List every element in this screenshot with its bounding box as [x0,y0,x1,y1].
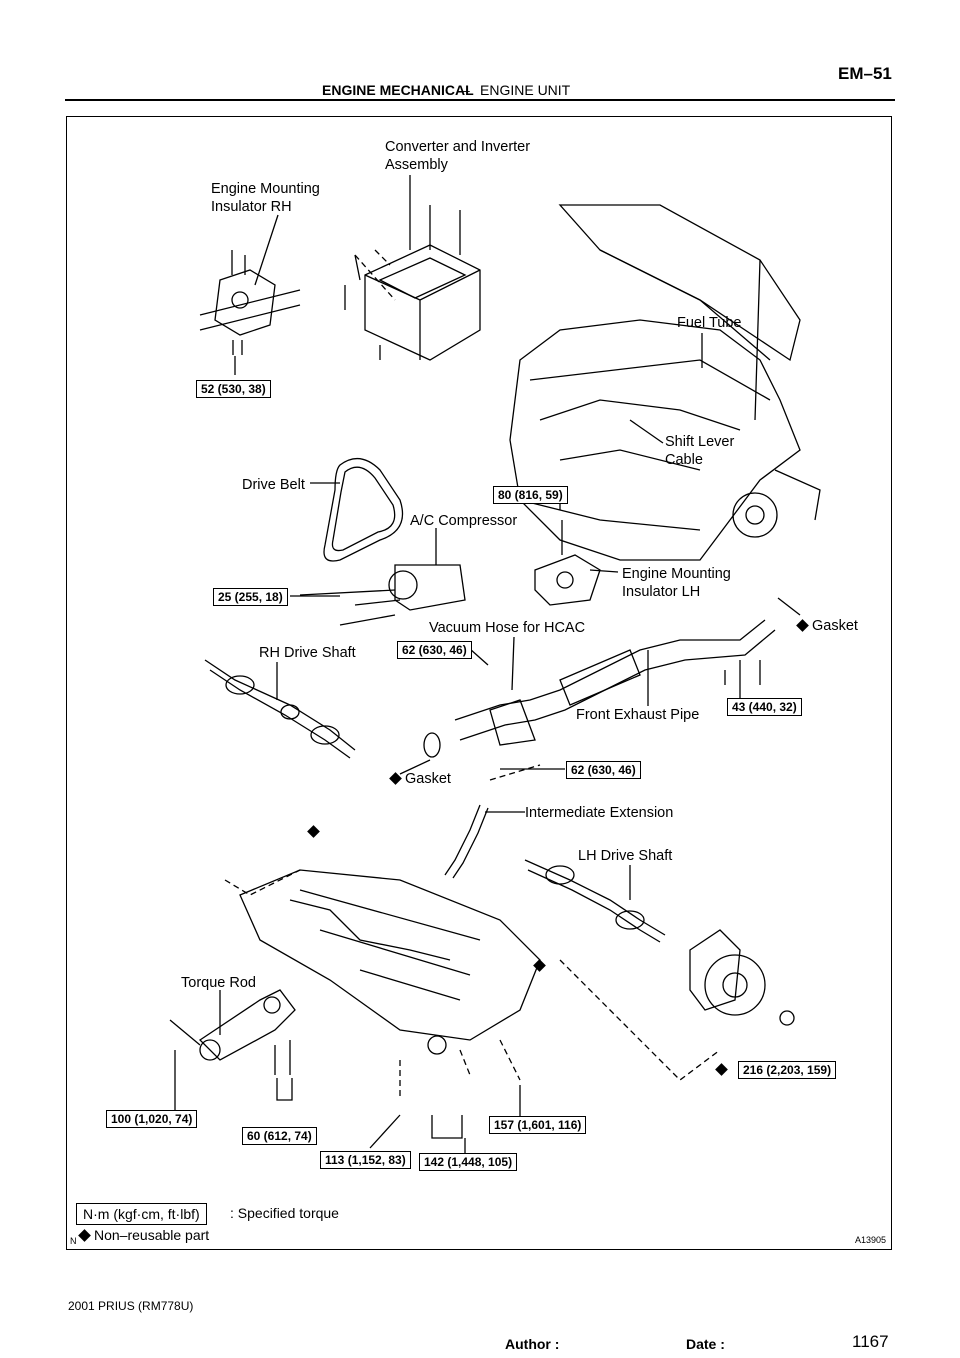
non-reusable-icon [715,1063,728,1077]
header-separator: – [462,82,470,98]
header-rule [65,99,895,101]
label-ac-compressor: A/C Compressor [410,513,518,529]
label-engine-mount-lh-line2: Insulator LH [622,584,701,600]
label-torque-rod: Torque Rod [181,975,256,991]
non-reusable-legend: Non–reusable part [78,1227,209,1243]
torque-60: 60 (612, 74) [242,1127,317,1145]
label-intermediate-extension: Intermediate Extension [525,805,674,821]
footer-page-number: 1167 [852,1332,889,1351]
torque-80: 80 (816, 59) [493,486,568,504]
torque-142: 142 (1,448, 105) [419,1153,518,1171]
torque-52: 52 (530, 38) [196,380,271,398]
vehicle-front-illustration [509,204,821,561]
torque-25: 25 (255, 18) [213,588,288,606]
intermediate-extension-illustration [444,804,489,879]
n-mark: N [70,1236,77,1246]
torque-62-lower: 62 (630, 46) [566,761,641,779]
non-reusable-icon [533,959,546,973]
page-code: EM–51 [838,64,892,83]
torque-216: 216 (2,203, 159) [738,1061,837,1079]
torque-62-upper: 62 (630, 46) [397,641,472,659]
dashed-guide-lines [224,249,721,1100]
label-converter: Converter and Inverter [385,139,531,155]
label-converter-line2: Assembly [385,157,448,173]
rh-drive-shaft-illustration [204,659,356,759]
label-front-exhaust-pipe: Front Exhaust Pipe [576,707,700,723]
non-reusable-marker-3 [715,1061,731,1079]
torque-100: 100 (1,020, 74) [106,1110,198,1128]
non-reusable-icon [389,772,402,786]
label-vacuum-hose: Vacuum Hose for HCAC [429,620,586,636]
drive-belt-illustration [323,458,404,562]
footer-model: 2001 PRIUS (RM778U) [68,1299,194,1313]
section-title: ENGINE MECHANICAL [322,82,474,98]
torque-43: 43 (440, 32) [727,698,802,716]
subsection-title: ENGINE UNIT [480,82,571,98]
figure-frame [66,116,892,1250]
torque-113: 113 (1,152, 83) [320,1151,411,1169]
label-engine-mount-rh-line2: Insulator RH [211,199,292,215]
label-drive-belt: Drive Belt [242,477,305,493]
torque-unit-legend-text: : Specified torque [230,1205,339,1221]
label-engine-mount-rh: Engine Mounting [211,181,320,197]
label-fuel-tube: Fuel Tube [677,315,742,331]
label-gasket-bottom: Gasket [389,770,451,788]
label-rh-drive-shaft: RH Drive Shaft [259,645,356,661]
non-reusable-marker-2 [533,957,549,975]
converter-inverter-illustration [344,205,481,361]
label-shift-lever: Shift Lever [665,434,735,450]
knuckle-illustration [689,929,795,1026]
lh-drive-shaft-illustration [524,859,666,943]
figure-code: A13905 [855,1235,887,1245]
label-gasket-top: Gasket [796,617,858,635]
non-reusable-icon [307,825,320,839]
label-lh-drive-shaft: LH Drive Shaft [578,848,673,864]
ac-compressor-illustration [299,564,466,626]
footer-author: Author : [505,1336,560,1352]
label-engine-mount-lh: Engine Mounting [622,566,731,582]
engine-mount-lh-illustration [534,520,601,606]
torque-rod-illustration [169,989,296,1075]
label-shift-lever-line2: Cable [665,452,703,468]
non-reusable-icon [796,619,809,633]
front-exhaust-illustration [423,619,776,758]
subframe-illustration [239,869,541,1055]
non-reusable-icon [78,1229,91,1243]
footer-date: Date : [686,1336,725,1352]
torque-unit-legend-box: N·m (kgf·cm, ft·lbf) [76,1203,207,1225]
engine-mount-rh-illustration [199,250,301,355]
non-reusable-marker-1 [307,823,323,841]
torque-157: 157 (1,601, 116) [489,1116,587,1134]
